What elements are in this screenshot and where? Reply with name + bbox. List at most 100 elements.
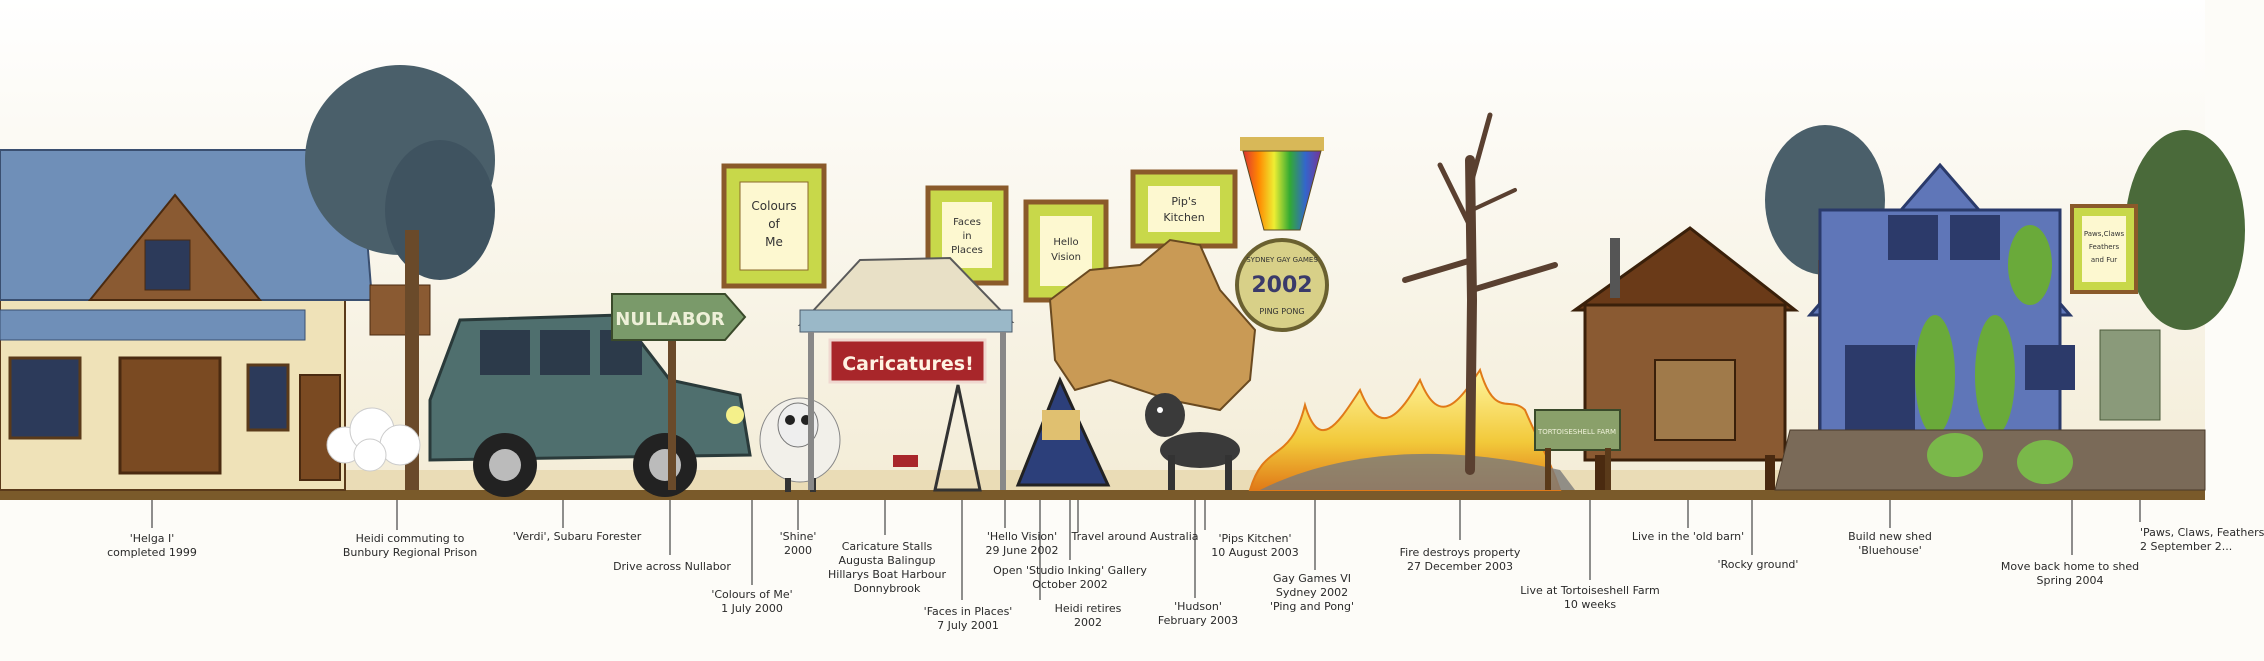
caption-line: October 2002 [1032, 578, 1108, 591]
caption-line: 'Hudson' [1174, 600, 1222, 613]
frame-hello-vision: Hello Vision [1023, 199, 1109, 303]
dead-tree-icon [1402, 112, 1558, 475]
frame-text: and Fur [2091, 256, 2117, 264]
caption-line: Move back home to shed [2000, 560, 2140, 573]
caption-colours: 'Colours of Me' 1 July 2000 [711, 588, 792, 616]
house-icon [0, 149, 431, 491]
caption-studio: Open 'Studio Inking' Gallery October 200… [993, 564, 1147, 592]
caption-line: Donnybrook [853, 582, 921, 595]
timeline-illustration: NULLABOR Colours of Me Faces in Places H… [0, 0, 2245, 600]
dog-icon [1145, 393, 1240, 490]
caption-line: Augusta Balingup [838, 554, 936, 567]
caption-retires: Heidi retires 2002 [1055, 602, 1122, 630]
nullabor-sign: NULLABOR [611, 293, 747, 490]
caption-line: 'Bluehouse' [1858, 544, 1922, 557]
caption-line: completed 1999 [107, 546, 197, 559]
caption-line: 'Shine' [779, 530, 817, 543]
caption-line: 2002 [1073, 616, 1102, 629]
caption-fire: Fire destroys property 27 December 2003 [1400, 546, 1521, 574]
caption-hudson: 'Hudson' February 2003 [1158, 600, 1238, 628]
caption-line: 2000 [784, 544, 812, 557]
medal-icon: SYDNEY GAY GAMES 2002 PING PONG [1235, 137, 1329, 332]
caption-line: Live in the 'old barn' [1631, 530, 1745, 543]
frame-text: in [962, 231, 971, 242]
caption-line: Heidi retires [1054, 602, 1122, 615]
map-icon [1048, 238, 1257, 412]
medal-year-text: 2002 [1251, 273, 1312, 298]
caption-line: 29 June 2002 [985, 544, 1059, 557]
caption-heidi-commuting: Heidi commuting to Bunbury Regional Pris… [343, 532, 477, 560]
caption-oldbarn: Live in the 'old barn' [1632, 530, 1744, 544]
frame-text: Kitchen [1163, 211, 1204, 224]
bluehouse-icon [1774, 162, 2206, 491]
medal-bottom-text: PING PONG [1259, 307, 1304, 316]
caption-line: 'Hello Vision' [986, 530, 1058, 543]
frame-text: Pip's [1171, 195, 1196, 208]
caption-line: 10 weeks [1563, 598, 1617, 611]
frame-colours-of-me: Colours of Me [721, 163, 827, 289]
frame-text: Colours [751, 199, 796, 213]
caption-helga: 'Helga I' completed 1999 [107, 532, 197, 560]
caption-line: February 2003 [1157, 614, 1239, 627]
tent-icon: Caricatures! [797, 256, 1015, 492]
frame-text: Vision [1051, 252, 1081, 263]
caption-line: 'Colours of Me' [711, 588, 793, 601]
caption-line: Heidi commuting to [355, 532, 465, 545]
caption-faces: 'Faces in Places' 7 July 2001 [924, 605, 1013, 633]
tortoiseshell-label: TORTOISESHELL FARM [1537, 428, 1616, 436]
caption-paws: 'Paws, Claws, Feathers 2 September 2... [2140, 526, 2264, 554]
caption-tortoiseshell: Live at Tortoiseshell Farm 10 weeks [1520, 584, 1659, 612]
easel-icon [1015, 376, 1111, 487]
caption-line: Drive across Nullabor [613, 560, 731, 573]
caption-line: Gay Games VI [1272, 572, 1352, 585]
tree-icon [305, 65, 495, 490]
nullabor-label: NULLABOR [615, 309, 725, 330]
frame-text: Paws,Claws [2084, 230, 2125, 238]
caption-line: Open 'Studio Inking' Gallery [993, 564, 1147, 577]
tortoiseshell-sign: TORTOISESHELL FARM [1534, 409, 1621, 490]
caption-line: 10 August 2003 [1211, 546, 1299, 559]
caption-pips: 'Pips Kitchen' 10 August 2003 [1211, 532, 1298, 560]
caption-verdi: 'Verdi', Subaru Forester [513, 530, 642, 544]
caption-line: 'Verdi', Subaru Forester [512, 530, 642, 543]
caption-rocky: 'Rocky ground' [1718, 558, 1799, 572]
caption-line: 'Pips Kitchen' [1218, 532, 1292, 545]
caption-shine: 'Shine' 2000 [780, 530, 817, 558]
medal-top-text: SYDNEY GAY GAMES [1246, 256, 1318, 264]
frame-text: of [768, 217, 780, 231]
caption-line: Caricature Stalls [841, 540, 933, 553]
caption-line: Fire destroys property [1399, 546, 1521, 559]
caption-line: 'Paws, Claws, Feathers [2140, 526, 2264, 539]
frame-text: Hello [1053, 237, 1078, 248]
caption-line: 27 December 2003 [1406, 560, 1514, 573]
frame-text: Faces [953, 217, 981, 228]
caption-drive: Drive across Nullabor [613, 560, 731, 574]
caption-line: Sydney 2002 [1275, 586, 1349, 599]
caricatures-banner: Caricatures! [842, 353, 974, 375]
caption-bluehouse: Build new shed 'Bluehouse' [1848, 530, 1932, 558]
timeline-ticks [151, 500, 2141, 600]
caption-line: Bunbury Regional Prison [342, 546, 478, 559]
caption-line: 'Rocky ground' [1717, 558, 1799, 571]
barn-icon [1570, 226, 1800, 490]
caption-line: 'Helga I' [129, 532, 175, 545]
caption-line: Spring 2004 [2036, 574, 2104, 587]
frame-text: Places [951, 245, 983, 256]
caption-line: Live at Tortoiseshell Farm [1520, 584, 1660, 597]
caption-travel: Travel around Australia [1071, 530, 1198, 544]
frame-text: Me [765, 235, 783, 249]
tree-icon [2008, 130, 2245, 421]
frame-text: Feathers [2089, 243, 2120, 251]
caption-line: Hillarys Boat Harbour [827, 568, 947, 581]
caption-line: 2 September 2... [2140, 540, 2233, 553]
caption-stalls: Caricature Stalls Augusta Balingup Hilla… [828, 540, 946, 596]
caption-line: Travel around Australia [1071, 530, 1199, 543]
caption-line: 7 July 2001 [937, 619, 999, 632]
caption-line: 'Faces in Places' [923, 605, 1013, 618]
caption-vision: 'Hello Vision' 29 June 2002 [986, 530, 1059, 558]
caption-line: 1 July 2000 [721, 602, 783, 615]
caption-line: Build new shed [1848, 530, 1932, 543]
caption-moveback: Move back home to shed Spring 2004 [2001, 560, 2139, 588]
exhaust-cloud [326, 407, 421, 472]
fire-icon [1248, 367, 1575, 491]
